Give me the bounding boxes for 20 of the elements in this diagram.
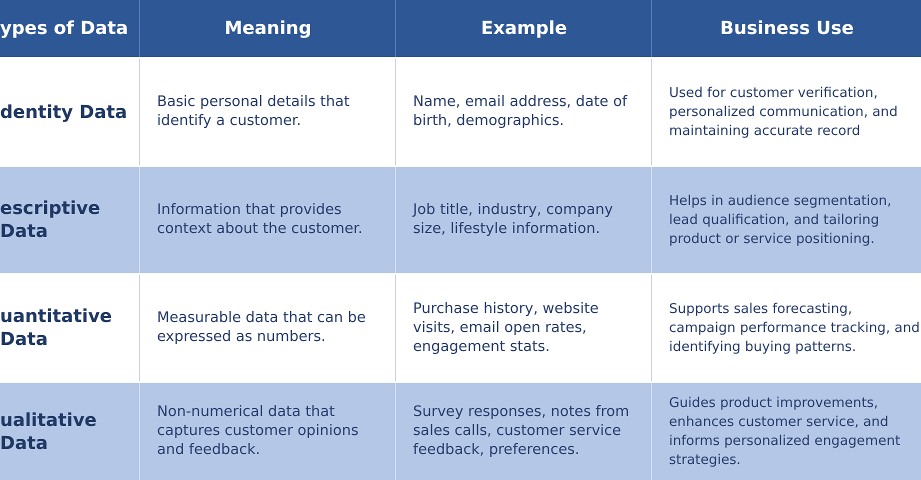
- row-header: uantitative Data: [0, 305, 114, 351]
- table-cell-text: Name, email address, date of birth, demographics.: [413, 93, 628, 131]
- table-cell-text: Measurable data that can be expressed as numbers.: [157, 309, 367, 347]
- row-header: ualitative Data: [0, 408, 98, 454]
- table-cell-text: Information that provides context about the customer.: [157, 201, 364, 239]
- table-cell-text: Non-numerical data that captures customer opinions and feedback.: [157, 403, 360, 460]
- row-header: escriptive Data: [0, 197, 102, 243]
- table-cell-text: Job title, industry, company size, lifestyle information.: [413, 201, 614, 239]
- table-cell-text: Purchase history, website visits, email open rates, engagement stats.: [413, 300, 600, 356]
- table-cell-text: Used for customer verification, personalized communication, and maintaining accurate record: [669, 84, 899, 140]
- table-cell-text: Supports sales forecasting, campaign performance tracking, and identifying buying patterns.: [669, 300, 921, 356]
- column-header: Business Use: [720, 18, 854, 39]
- column-header: Meaning: [224, 18, 312, 39]
- column-header: ypes of Data: [0, 18, 128, 39]
- table-cell-text: Basic personal details that identify a customer.: [157, 93, 351, 131]
- row-header: dentity Data: [0, 100, 128, 124]
- table-cell-text: Helps in audience segmentation, lead qualification, and tailoring product or service positioning.: [669, 192, 892, 248]
- table-cell-text: Guides product improvements, enhances customer service, and informs personalized engagement strategies.: [669, 394, 902, 470]
- column-header: Example: [480, 18, 568, 39]
- table-cell-text: Survey responses, notes from sales calls, customer service feedback, preferences.: [413, 403, 630, 460]
